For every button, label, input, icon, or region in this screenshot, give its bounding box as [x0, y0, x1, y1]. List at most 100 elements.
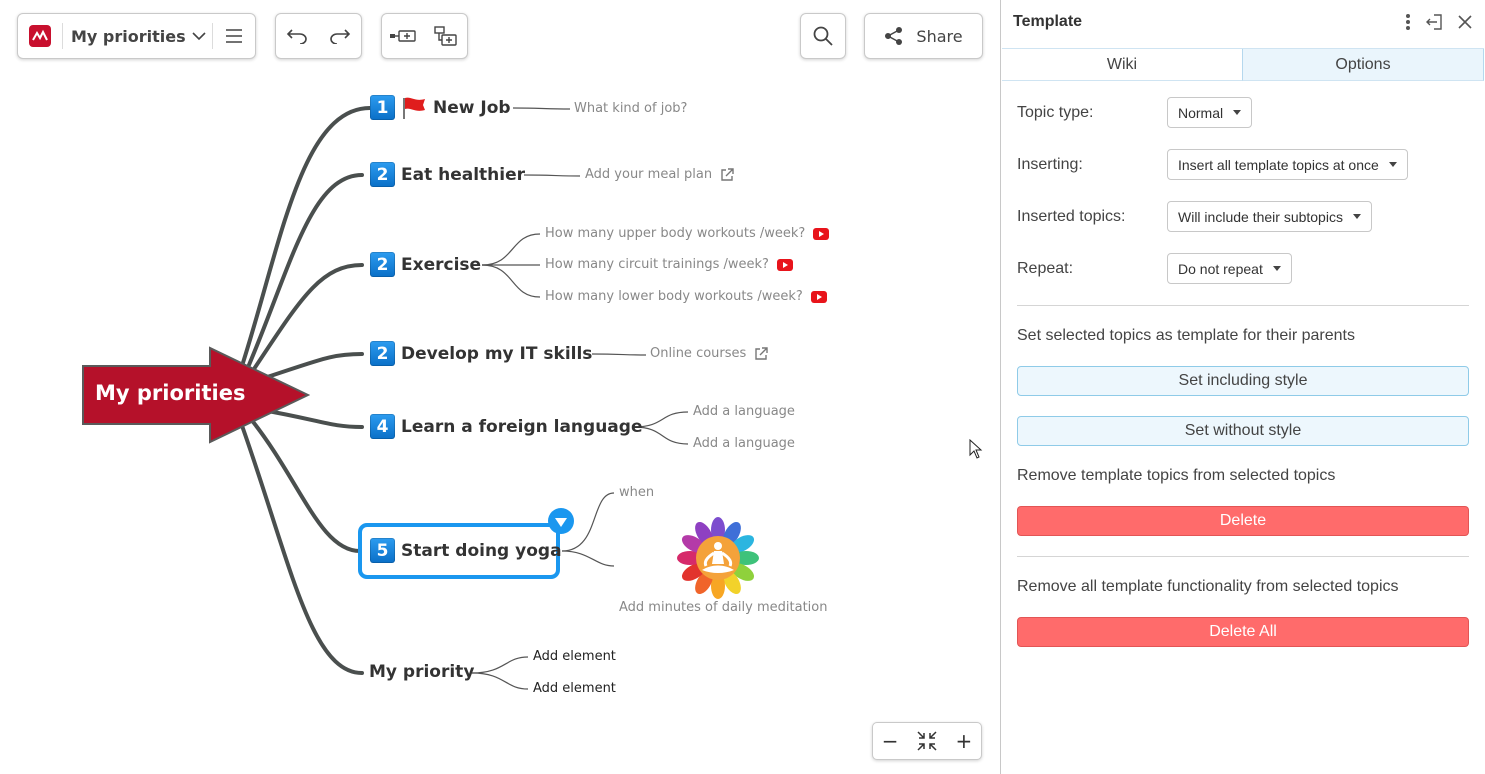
topic-type-select[interactable]: Normal — [1167, 97, 1253, 128]
option-label: Repeat: — [1017, 259, 1074, 277]
subtopic-add-element-1[interactable]: Add element — [533, 649, 616, 664]
inserting-select[interactable]: Insert all template topics at once — [1167, 149, 1408, 180]
topic-my-priority[interactable]: My priority — [369, 662, 474, 682]
option-topic-type: Topic type: Normal — [1017, 97, 1253, 128]
priority-badge: 2 — [370, 341, 395, 366]
subtopic-when[interactable]: when — [619, 485, 654, 500]
undock-panel-icon[interactable] — [1425, 13, 1443, 31]
flag-icon — [403, 97, 425, 119]
priority-badge: 4 — [370, 414, 395, 439]
repeat-select[interactable]: Do not repeat — [1167, 253, 1292, 284]
central-topic-label[interactable]: My priorities — [95, 381, 246, 405]
template-panel: Template Wiki Options Topic type: Normal… — [1000, 0, 1485, 774]
divider — [1017, 556, 1469, 557]
subtopic-text: Add element — [533, 681, 616, 696]
collapse-handle-icon[interactable] — [548, 508, 574, 534]
subtopic-circuit[interactable]: How many circuit trainings /week? — [545, 257, 793, 272]
subtopic-language-1[interactable]: Add a language — [693, 404, 795, 419]
undo-button[interactable] — [276, 14, 319, 58]
panel-header: Template — [1001, 0, 1485, 44]
tab-wiki[interactable]: Wiki — [1002, 49, 1242, 81]
subtopic-meal-plan[interactable]: Add your meal plan — [585, 167, 734, 182]
add-subtopic-icon — [434, 26, 457, 46]
subtopic-text: Add your meal plan — [585, 167, 713, 182]
youtube-icon[interactable] — [813, 227, 830, 240]
undo-icon — [287, 29, 308, 44]
caret-down-icon — [1352, 214, 1361, 219]
caret-down-icon — [1388, 162, 1397, 167]
subtopic-online-courses[interactable]: Online courses — [650, 346, 768, 361]
subtopic-text: How many upper body workouts /week? — [545, 226, 806, 241]
zoom-in-button[interactable]: + — [955, 729, 973, 753]
youtube-icon[interactable] — [776, 258, 793, 271]
redo-button[interactable] — [319, 14, 362, 58]
topic-eat-healthier[interactable]: 2 Eat healthier — [370, 162, 525, 187]
search-button[interactable] — [801, 14, 845, 58]
topic-yoga[interactable]: 5 Start doing yoga — [370, 538, 562, 563]
caret-down-icon — [1233, 110, 1242, 115]
subtopic-note[interactable]: What kind of job? — [574, 101, 687, 116]
topic-foreign-language[interactable]: 4 Learn a foreign language — [370, 414, 642, 439]
zoom-out-button[interactable]: − — [881, 729, 899, 753]
subtopic-text: What kind of job? — [574, 101, 688, 116]
subtopic-text: Add element — [533, 649, 616, 664]
topic-exercise[interactable]: 2 Exercise — [370, 252, 481, 277]
subtopic-meditation[interactable]: Add minutes of daily meditation — [619, 600, 827, 615]
share-button[interactable]: Share — [865, 14, 982, 58]
caret-down-icon — [1272, 266, 1281, 271]
topic-label: Learn a foreign language — [401, 416, 643, 437]
document-title: My priorities — [71, 26, 186, 46]
panel-title: Template — [1013, 13, 1083, 30]
close-icon[interactable] — [1457, 14, 1473, 30]
priority-badge: 5 — [370, 538, 395, 563]
remove-template-heading: Remove template topics from selected top… — [1017, 467, 1336, 484]
fit-to-screen-icon[interactable] — [916, 730, 938, 752]
set-without-style-button[interactable]: Set without style — [1017, 416, 1469, 446]
selection-outline — [358, 523, 560, 579]
subtopic-text: How many lower body workouts /week? — [545, 289, 803, 304]
external-link-icon[interactable] — [720, 167, 734, 182]
external-link-icon[interactable] — [754, 346, 768, 361]
tab-options[interactable]: Options — [1242, 49, 1484, 81]
document-title-dropdown[interactable]: My priorities — [63, 14, 212, 58]
app-logo[interactable] — [18, 14, 62, 58]
subtopic-language-2[interactable]: Add a language — [693, 436, 795, 451]
option-inserted-topics: Inserted topics: Will include their subt… — [1017, 201, 1372, 232]
subtopic-lower-body[interactable]: How many lower body workouts /week? — [545, 289, 827, 304]
set-template-heading: Set selected topics as template for thei… — [1017, 327, 1355, 344]
subtopic-add-element-2[interactable]: Add element — [533, 681, 616, 696]
subtopic-upper-body[interactable]: How many upper body workouts /week? — [545, 226, 830, 241]
topic-new-job[interactable]: 1 New Job — [370, 95, 511, 120]
inserted-topics-select[interactable]: Will include their subtopics — [1167, 201, 1372, 232]
menu-button[interactable] — [213, 14, 255, 58]
meditation-image[interactable] — [677, 517, 759, 599]
subtopic-text: Add a language — [693, 436, 795, 451]
insert-toolbar — [381, 13, 468, 59]
more-options-icon[interactable] — [1405, 13, 1411, 31]
set-including-style-button[interactable]: Set including style — [1017, 366, 1469, 396]
share-label: Share — [916, 26, 963, 46]
topic-label: Eat healthier — [401, 164, 526, 185]
mouse-cursor-icon — [969, 439, 983, 459]
priority-badge: 2 — [370, 162, 395, 187]
delete-all-button[interactable]: Delete All — [1017, 617, 1469, 647]
add-sibling-topic-button[interactable] — [382, 14, 425, 58]
search-icon — [813, 26, 833, 46]
topic-label: My priority — [369, 662, 475, 682]
topic-it-skills[interactable]: 2 Develop my IT skills — [370, 341, 592, 366]
select-value: Insert all template topics at once — [1178, 156, 1379, 173]
subtopic-text: when — [619, 485, 655, 500]
topic-label: Exercise — [401, 254, 482, 275]
central-topic-shape[interactable] — [82, 346, 310, 444]
app-logo-icon — [29, 25, 51, 47]
priority-badge: 2 — [370, 252, 395, 277]
mindmap-links — [238, 106, 689, 690]
remove-all-heading: Remove all template functionality from s… — [1017, 578, 1399, 595]
mindmap-canvas[interactable]: My priorities My priorities — [0, 0, 1000, 774]
history-toolbar — [275, 13, 362, 59]
add-subtopic-button[interactable] — [425, 14, 468, 58]
chevron-down-icon — [192, 32, 206, 41]
youtube-icon[interactable] — [810, 290, 827, 303]
delete-button[interactable]: Delete — [1017, 506, 1469, 536]
select-value: Will include their subtopics — [1178, 208, 1343, 225]
